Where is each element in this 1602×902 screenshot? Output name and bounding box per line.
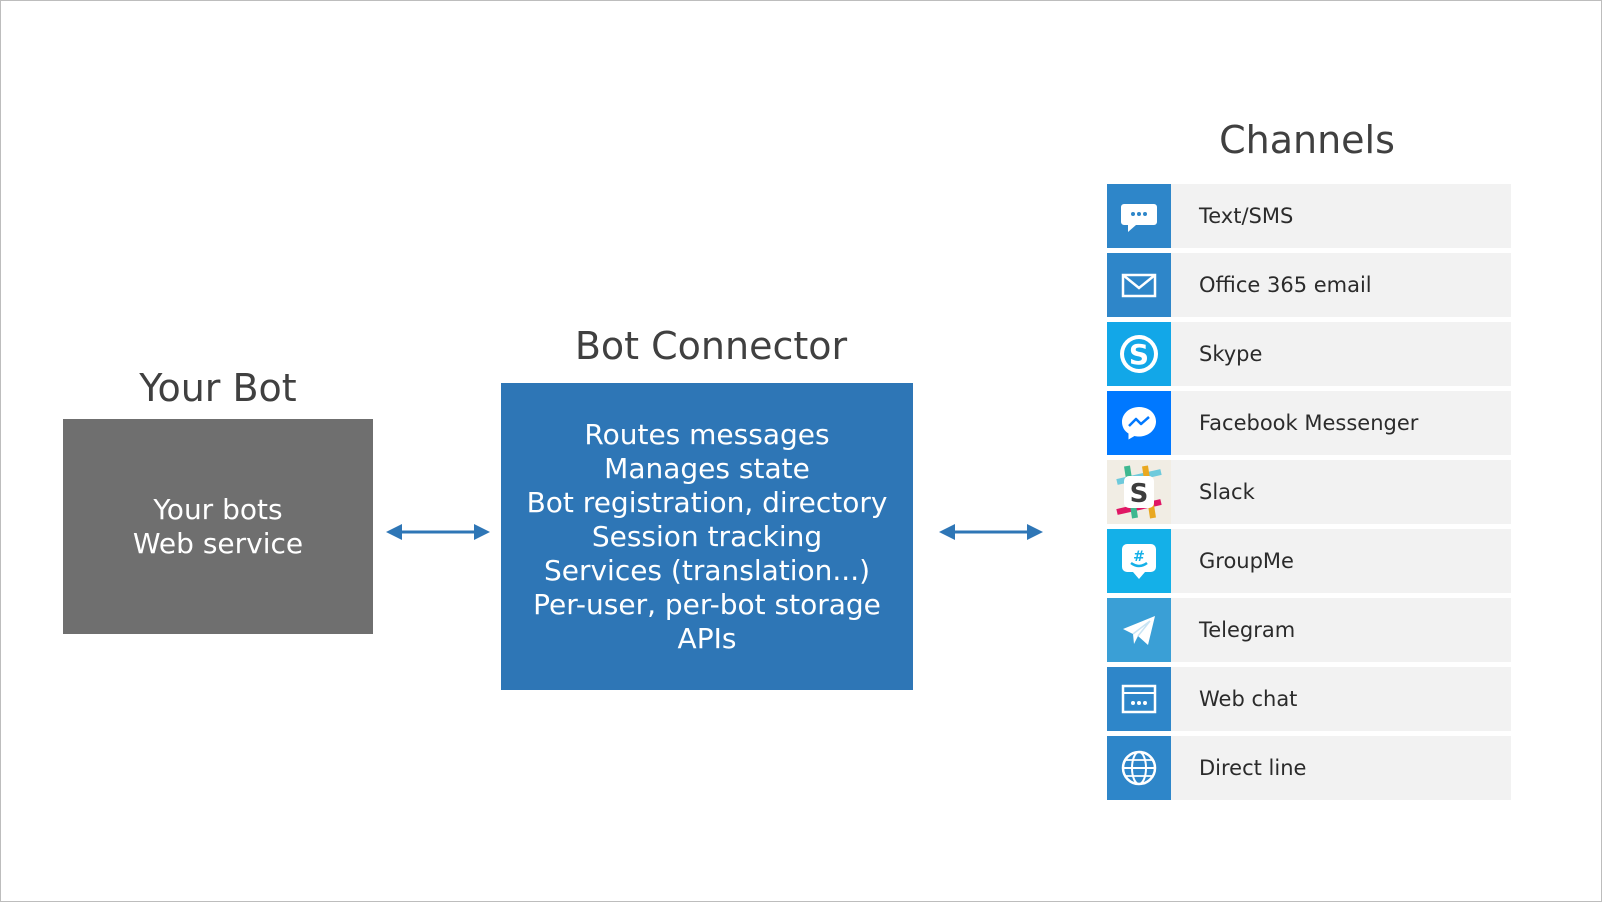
- channel-label: GroupMe: [1199, 549, 1294, 573]
- channels-list: Text/SMS Office 365 email S Skype: [1107, 184, 1511, 805]
- groupme-icon: #: [1107, 529, 1171, 593]
- skype-icon: S: [1107, 322, 1171, 386]
- your-bot-box: Your bots Web service: [63, 419, 373, 634]
- channel-slack: S Slack: [1107, 460, 1511, 524]
- channel-facebook-messenger: Facebook Messenger: [1107, 391, 1511, 455]
- web-chat-icon: [1107, 667, 1171, 731]
- connector-feature: Session tracking: [591, 519, 823, 553]
- connector-feature: APIs: [677, 621, 737, 655]
- svg-text:S: S: [1130, 479, 1149, 509]
- chat-bubble-icon: [1107, 184, 1171, 248]
- channel-office-365-email: Office 365 email: [1107, 253, 1511, 317]
- connector-feature: Routes messages: [584, 417, 830, 451]
- connector-feature: Services (translation...): [543, 553, 871, 587]
- channel-skype: S Skype: [1107, 322, 1511, 386]
- telegram-icon: [1107, 598, 1171, 662]
- bot-box-line-1: Your bots: [153, 492, 283, 526]
- channel-label: Slack: [1199, 480, 1255, 504]
- channel-label: Web chat: [1199, 687, 1298, 711]
- channels-heading: Channels: [1219, 118, 1395, 162]
- channel-label: Office 365 email: [1199, 273, 1372, 297]
- bidirectional-arrow-left: [386, 524, 490, 540]
- connector-feature: Per-user, per-bot storage: [533, 587, 881, 621]
- channel-label: Direct line: [1199, 756, 1307, 780]
- channel-label: Telegram: [1199, 618, 1296, 642]
- channel-label: Text/SMS: [1199, 204, 1294, 228]
- svg-text:S: S: [1129, 338, 1149, 371]
- channel-telegram: Telegram: [1107, 598, 1511, 662]
- channel-web-chat: Web chat: [1107, 667, 1511, 731]
- channel-label: Facebook Messenger: [1199, 411, 1419, 435]
- bot-box-line-2: Web service: [132, 526, 304, 560]
- your-bot-heading: Your Bot: [139, 366, 297, 410]
- channel-text-sms: Text/SMS: [1107, 184, 1511, 248]
- messenger-icon: [1107, 391, 1171, 455]
- svg-text:#: #: [1133, 549, 1145, 565]
- channel-label: Skype: [1199, 342, 1263, 366]
- connector-feature: Manages state: [604, 451, 810, 485]
- bot-connector-box: Routes messages Manages state Bot regist…: [501, 383, 913, 690]
- channel-groupme: # GroupMe: [1107, 529, 1511, 593]
- slack-icon: S: [1107, 460, 1171, 524]
- channel-direct-line: Direct line: [1107, 736, 1511, 800]
- connector-feature: Bot registration, directory: [526, 485, 888, 519]
- bidirectional-arrow-right: [939, 524, 1043, 540]
- globe-icon: [1107, 736, 1171, 800]
- bot-connector-heading: Bot Connector: [574, 324, 848, 368]
- envelope-icon: [1107, 253, 1171, 317]
